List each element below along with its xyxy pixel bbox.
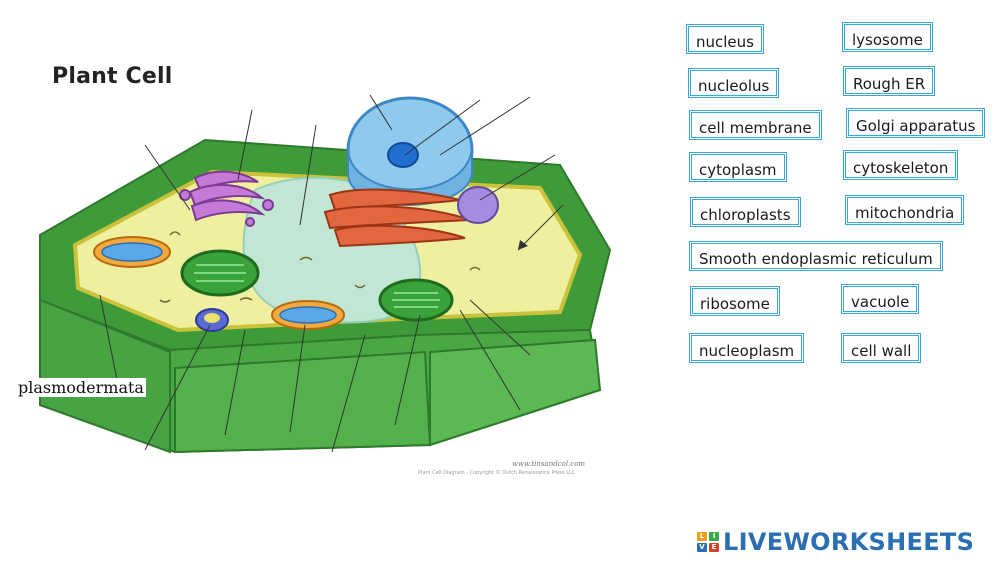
liveworksheets-logo-icon: L I V E bbox=[697, 532, 719, 552]
label-mitochondria[interactable]: mitochondria bbox=[845, 195, 965, 225]
rough-er bbox=[323, 188, 471, 248]
label-cytoplasm[interactable]: cytoplasm bbox=[689, 152, 787, 182]
logo-letter-i: I bbox=[709, 532, 719, 541]
chloroplast-1 bbox=[180, 249, 260, 297]
lysosome bbox=[457, 186, 499, 224]
pointer-lines bbox=[99, 94, 564, 453]
cell-wall-block-right bbox=[429, 338, 602, 447]
label-cell-wall[interactable]: cell wall bbox=[841, 333, 922, 363]
label-nucleus[interactable]: nucleus bbox=[686, 24, 764, 54]
arrow-head bbox=[518, 240, 528, 250]
label-smooth-er[interactable]: Smooth endoplasmic reticulum bbox=[689, 241, 943, 271]
label-rough-er[interactable]: Rough ER bbox=[843, 66, 936, 96]
cytoskeleton-strands bbox=[159, 231, 481, 303]
label-cytoskeleton[interactable]: cytoskeleton bbox=[843, 150, 959, 180]
label-cell-membrane[interactable]: cell membrane bbox=[689, 110, 822, 140]
logo-letter-l: L bbox=[697, 532, 707, 541]
label-nucleoplasm[interactable]: nucleoplasm bbox=[689, 333, 805, 363]
brand-name: LIVEWORKSHEETS bbox=[723, 528, 975, 556]
label-chloroplasts[interactable]: chloroplasts bbox=[690, 197, 801, 227]
plant-cell-diagram bbox=[39, 94, 612, 454]
nucleolus bbox=[387, 142, 419, 168]
label-golgi-apparatus[interactable]: Golgi apparatus bbox=[846, 108, 986, 138]
chloroplast-2 bbox=[378, 278, 454, 322]
logo-letter-v: V bbox=[697, 543, 707, 552]
cell-wall-block-front bbox=[174, 350, 432, 454]
golgi-apparatus bbox=[179, 170, 274, 227]
small-organelle bbox=[195, 308, 229, 332]
cell-wall-block-left bbox=[39, 298, 171, 454]
plasmodermata-annotation: plasmodermata bbox=[16, 378, 146, 397]
logo-letter-e: E bbox=[709, 543, 719, 552]
credit-site: www.tinsandcol.com bbox=[512, 460, 586, 468]
diagram-title: Plant Cell bbox=[52, 64, 173, 89]
brand-logo-link[interactable]: L I V E LIVEWORKSHEETS bbox=[697, 527, 974, 557]
label-nucleolus[interactable]: nucleolus bbox=[688, 68, 780, 98]
label-vacuole[interactable]: vacuole bbox=[841, 284, 920, 314]
mitochondrion-1 bbox=[93, 236, 171, 268]
credit-copyright: Plant Cell Diagram - Copyright © Dutch R… bbox=[418, 470, 576, 476]
label-ribosome[interactable]: ribosome bbox=[690, 286, 780, 316]
mitochondrion-2 bbox=[271, 300, 345, 330]
label-lysosome[interactable]: lysosome bbox=[842, 22, 933, 52]
